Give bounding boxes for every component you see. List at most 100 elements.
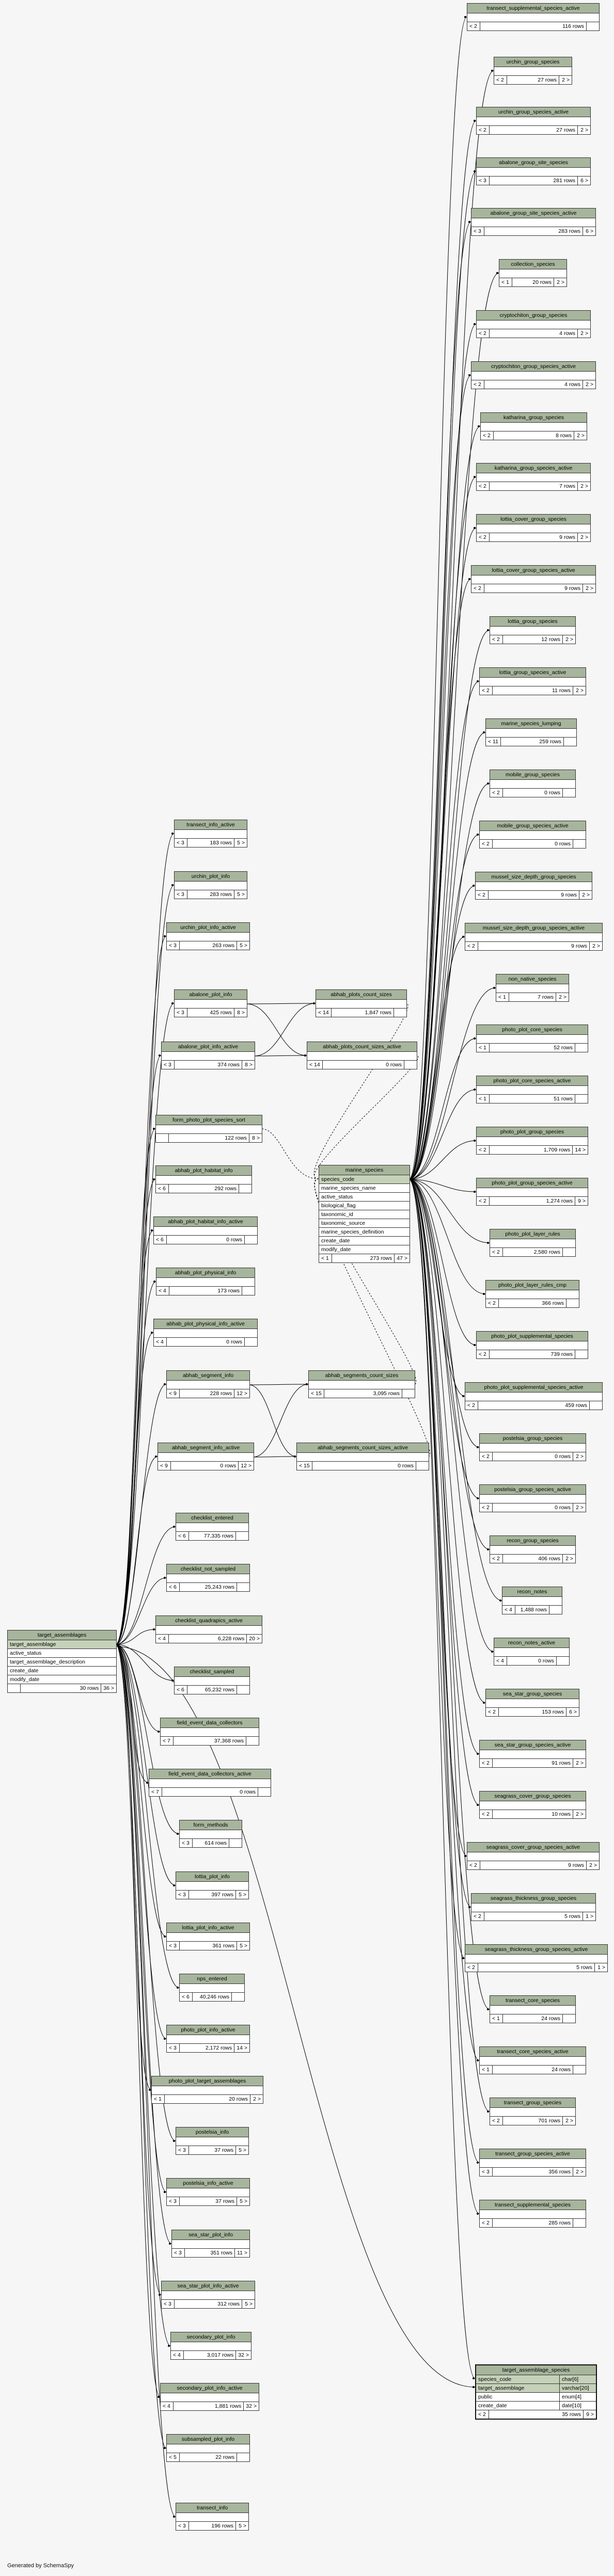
table-title[interactable]: transect_supplemental_species (480, 2200, 586, 2210)
table-title[interactable]: katharina_group_species (481, 413, 587, 423)
table-title[interactable]: seagrass_cover_group_species (480, 1791, 586, 1801)
table-title[interactable]: urchin_group_species (494, 57, 572, 67)
table-mussel_size_depth_group_species_active[interactable]: mussel_size_depth_group_species_active< … (465, 923, 603, 951)
table-title[interactable]: sea_star_plot_info (172, 2230, 249, 2240)
table-title[interactable]: lottia_cover_group_species (477, 515, 590, 524)
table-title[interactable]: sea_star_plot_info_active (162, 2281, 255, 2291)
table-title[interactable]: abalone_plot_info_active (162, 1042, 255, 1052)
table-title[interactable]: transect_info_active (175, 820, 247, 830)
table-title[interactable]: seagrass_thickness_group_species_active (465, 1945, 607, 1955)
table-title[interactable]: lottia_plot_info (176, 1872, 248, 1882)
table-title[interactable]: nps_entered (180, 1974, 244, 1984)
table-title[interactable]: photo_plot_core_species (477, 1025, 588, 1035)
table-title[interactable]: transect_group_species (490, 2098, 575, 2108)
table-title[interactable]: abalone_group_site_species (477, 158, 590, 168)
table-title[interactable]: photo_plot_target_assemblages (152, 2076, 263, 2086)
table-title[interactable]: photo_plot_group_species_active (477, 1178, 588, 1188)
table-title[interactable]: lottia_plot_info_active (167, 1923, 249, 1933)
table-title[interactable]: urchin_plot_info_active (167, 923, 249, 933)
table-title[interactable]: marine_species_lumping (486, 719, 576, 729)
table-title[interactable]: abhab_segments_count_sizes (309, 1371, 415, 1381)
table-title[interactable]: abhab_plot_physical_info_active (154, 1319, 257, 1329)
table-title[interactable]: photo_plot_supplemental_species (477, 1332, 588, 1341)
table-title[interactable]: target_assemblages (8, 1630, 116, 1640)
table-title[interactable]: transect_supplemental_species_active (467, 4, 599, 13)
table-title[interactable]: seagrass_cover_group_species_active (467, 1843, 599, 1852)
table-title[interactable]: mobile_group_species_active (480, 821, 586, 831)
table-title[interactable]: transect_core_species_active (480, 2047, 586, 2057)
table-title[interactable]: photo_plot_core_species_active (477, 1076, 588, 1086)
table-title[interactable]: form_photo_plot_species_sort (156, 1115, 262, 1125)
table-title[interactable]: photo_plot_group_species (477, 1127, 588, 1137)
table-title[interactable]: postelsia_group_species (480, 1434, 586, 1444)
table-title[interactable]: target_assemblage_species (476, 2365, 596, 2375)
table-title[interactable]: mussel_size_depth_group_species_active (465, 923, 602, 933)
table-title[interactable]: photo_plot_supplemental_species_active (465, 1383, 602, 1393)
table-title[interactable]: sea_star_group_species_active (480, 1740, 586, 1750)
table-title[interactable]: abalone_group_site_species_active (471, 209, 595, 218)
table-title[interactable]: mobile_group_species (490, 770, 575, 780)
table-title[interactable]: secondary_plot_info_active (161, 2383, 259, 2393)
table-title[interactable]: lottia_group_species (490, 617, 575, 627)
table-title[interactable]: sea_star_group_species (486, 1689, 579, 1699)
table-title[interactable]: field_event_data_collectors_active (149, 1769, 271, 1779)
table-title[interactable]: abhab_segment_info_active (158, 1443, 254, 1453)
table-title[interactable]: urchin_group_species_active (477, 107, 590, 117)
table-title[interactable]: subsampled_plot_info (167, 2435, 249, 2444)
table-title[interactable]: photo_plot_layer_rules_cmp (486, 1281, 579, 1290)
